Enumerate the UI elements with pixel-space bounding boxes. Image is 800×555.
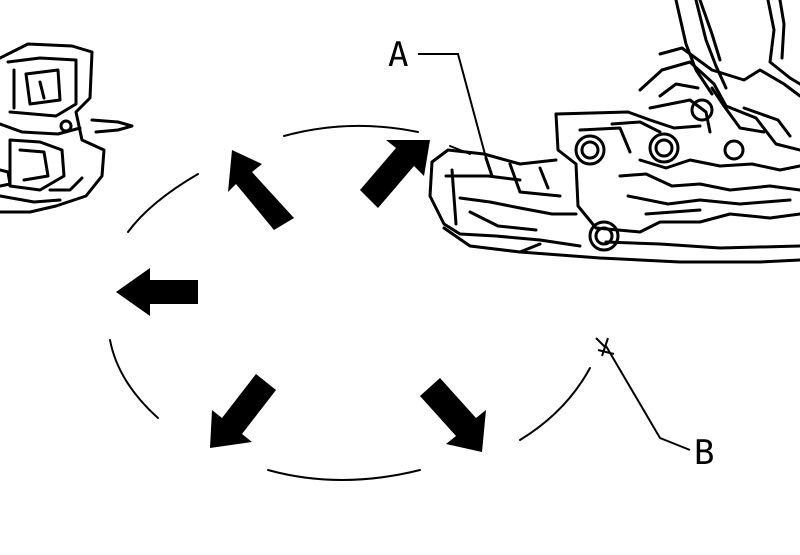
callout-label-a: A bbox=[388, 35, 408, 75]
arrow-icon bbox=[228, 150, 294, 230]
callout-b: B bbox=[595, 337, 714, 473]
arrow-icon bbox=[420, 378, 486, 452]
arrow-icon bbox=[116, 268, 198, 316]
leader-line-a bbox=[418, 53, 487, 159]
callout-label-b: B bbox=[694, 433, 714, 473]
target-mark-b bbox=[595, 337, 615, 357]
direction-arrows bbox=[116, 140, 486, 452]
arrow-icon bbox=[360, 140, 430, 208]
right-mechanism bbox=[428, 0, 800, 264]
motion-range-ellipse bbox=[109, 124, 591, 481]
left-mechanism-fragment bbox=[0, 42, 134, 214]
arrow-icon bbox=[210, 374, 276, 448]
callout-a: A bbox=[388, 35, 487, 159]
leader-line-b bbox=[605, 345, 691, 451]
